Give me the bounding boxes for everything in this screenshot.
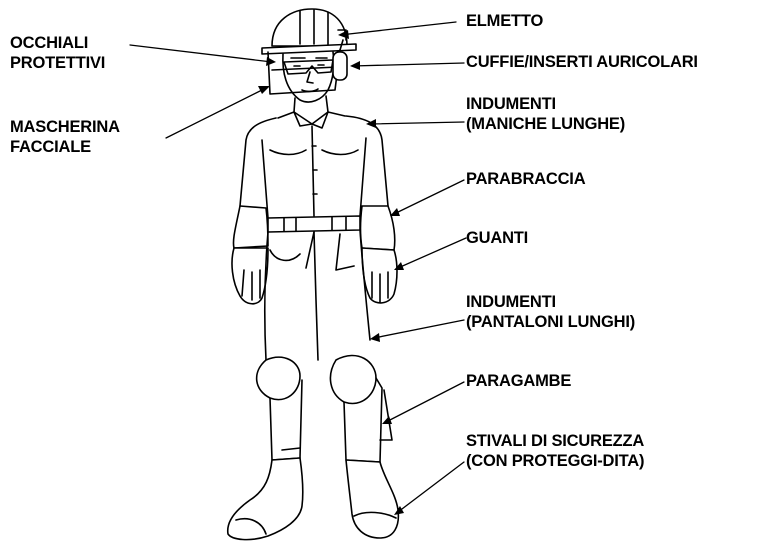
label-line: PARABRACCIA	[466, 169, 585, 189]
helmet-drawing	[262, 9, 356, 54]
label-line: STIVALI DI SICUREZZA	[466, 431, 644, 451]
label-stivali-di-sicurezza: STIVALI DI SICUREZZA (CON PROTEGGI-DITA)	[466, 431, 644, 471]
label-cuffie-inserti-auricolari: CUFFIE/INSERTI AURICOLARI	[466, 52, 698, 72]
label-guanti: GUANTI	[466, 228, 528, 248]
label-indumenti-maniche-lunghe: INDUMENTI (MANICHE LUNGHE)	[466, 94, 625, 134]
label-indumenti-pantaloni-lunghi: INDUMENTI (PANTALONI LUNGHI)	[466, 292, 635, 332]
label-parabraccia: PARABRACCIA	[466, 169, 585, 189]
shirt-drawing	[240, 116, 388, 218]
label-line: INDUMENTI	[466, 94, 625, 114]
boots-drawing	[228, 458, 399, 540]
label-line: CUFFIE/INSERTI AURICOLARI	[466, 52, 698, 72]
label-paragambe: PARAGAMBE	[466, 371, 571, 391]
label-line: (CON PROTEGGI-DITA)	[466, 451, 644, 471]
label-line: MASCHERINA	[10, 117, 120, 137]
label-line: (PANTALONI LUNGHI)	[466, 312, 635, 332]
label-line: ELMETTO	[466, 11, 543, 31]
label-line: (MANICHE LUNGHE)	[466, 114, 625, 134]
head-drawing	[283, 52, 334, 102]
label-line: FACCIALE	[10, 137, 120, 157]
pointer-lines	[130, 22, 466, 515]
label-line: PROTETTIVI	[10, 53, 105, 73]
label-line: OCCHIALI	[10, 33, 105, 53]
label-line: GUANTI	[466, 228, 528, 248]
label-occhiali-protettivi: OCCHIALI PROTETTIVI	[10, 33, 105, 73]
belt-drawing	[268, 216, 360, 232]
label-line: PARAGAMBE	[466, 371, 571, 391]
collar-drawing	[278, 96, 345, 128]
label-line: INDUMENTI	[466, 292, 635, 312]
label-mascherina-facciale: MASCHERINA FACCIALE	[10, 117, 120, 157]
trousers-drawing	[265, 230, 370, 360]
label-elmetto: ELMETTO	[466, 11, 543, 31]
leg-guards-drawing	[257, 355, 392, 462]
